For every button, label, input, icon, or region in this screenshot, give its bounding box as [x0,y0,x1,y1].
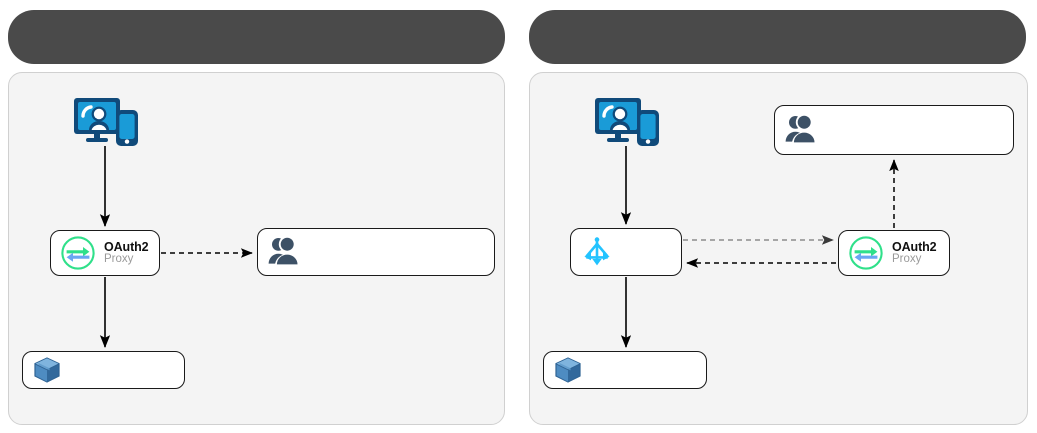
blue-cube-icon [555,357,581,383]
oauth2-label-line1: OAuth2 [892,239,937,254]
oauth2-proxy-icon [849,236,883,270]
users-group-icon [785,114,817,144]
node-users-left[interactable] [257,228,495,276]
blue-cube-icon [34,357,60,383]
node-app-left[interactable] [22,351,185,389]
oauth2-label-line1: OAuth2 [104,239,149,254]
oauth2-label-line2: Proxy [104,252,134,265]
users-group-icon [268,236,300,266]
oauth2-proxy-icon [61,236,95,270]
node-oauth2-proxy-right[interactable]: OAuth2 Proxy [838,230,950,276]
user-devices-icon [595,98,659,146]
traefik-proxy-icon [584,237,610,266]
node-client-right [593,96,665,148]
oauth2-proxy-wordmark-right: OAuth2 Proxy [892,239,937,266]
panel-right-title-bar [529,10,1026,64]
oauth2-label-line2: Proxy [892,252,922,265]
oauth2-proxy-wordmark-left: OAuth2 Proxy [104,239,149,266]
node-app-right[interactable] [543,351,707,389]
node-traefik-proxy[interactable] [570,228,682,276]
node-client-left [72,96,144,148]
node-users-right[interactable] [774,105,1014,155]
user-devices-icon [74,98,138,146]
node-oauth2-proxy-left[interactable]: OAuth2 Proxy [50,230,160,276]
panel-left-title-bar [8,10,505,64]
